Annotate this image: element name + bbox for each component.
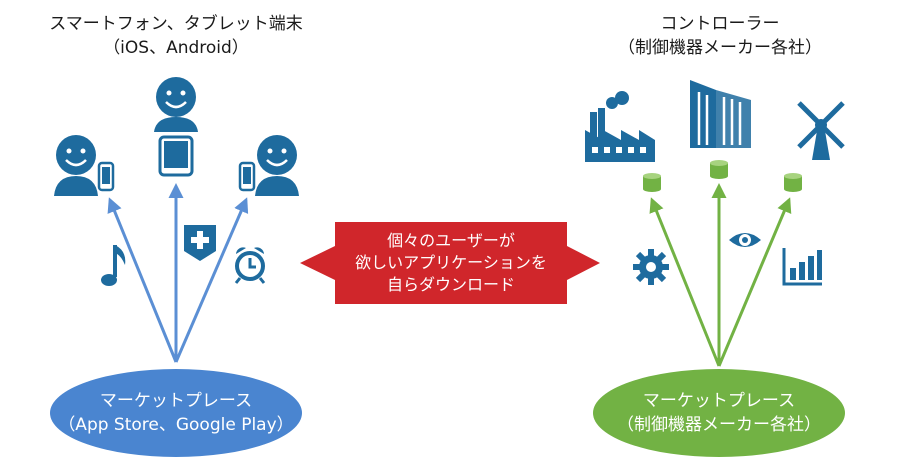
center-message: 個々のユーザーが 欲しいアプリケーションを 自らダウンロード <box>335 230 567 296</box>
gear-icon <box>633 249 669 285</box>
music-note-icon <box>101 245 126 286</box>
right-marketplace-line1: マーケットプレース <box>642 391 796 411</box>
right-marketplace-line2: （制御機器メーカー各社） <box>617 415 821 435</box>
controller-cylinder-icon <box>784 173 802 192</box>
left-title-line2: （iOS、Android） <box>103 38 249 58</box>
person-tablet-icon <box>154 77 198 177</box>
center-line3: 自らダウンロード <box>386 275 515 294</box>
factory-icon <box>585 91 655 162</box>
right-marketplace-label: マーケットプレース （制御機器メーカー各社） <box>593 389 845 437</box>
left-marketplace-line1: マーケットプレース <box>99 391 253 411</box>
person-phone-icon <box>54 135 115 196</box>
bar-chart-icon <box>782 248 822 286</box>
left-arrows <box>107 183 249 363</box>
center-line1: 個々のユーザーが <box>387 231 515 250</box>
right-arrows <box>649 183 792 367</box>
left-title-line1: スマートフォン、タブレット端末 <box>49 14 303 34</box>
windmill-icon <box>797 101 845 160</box>
left-marketplace-ellipse <box>50 369 302 457</box>
controller-cylinder-icon <box>710 160 728 179</box>
right-group-title: コントローラー （制御機器メーカー各社） <box>600 12 840 60</box>
right-title-line2: （制御機器メーカー各社） <box>618 38 822 58</box>
center-double-arrow <box>300 222 600 304</box>
controller-cylinder-icon <box>643 173 661 192</box>
building-icon <box>690 80 751 148</box>
medical-shield-icon <box>184 225 216 261</box>
left-marketplace-line2: （App Store、Google Play） <box>58 415 294 435</box>
center-line2: 欲しいアプリケーションを <box>355 253 547 272</box>
eye-icon <box>729 233 761 247</box>
right-title-line1: コントローラー <box>660 14 780 34</box>
alarm-clock-icon <box>234 247 266 284</box>
left-group-title: スマートフォン、タブレット端末 （iOS、Android） <box>0 12 352 60</box>
right-marketplace-ellipse <box>593 369 845 457</box>
left-marketplace-label: マーケットプレース （App Store、Google Play） <box>50 389 302 437</box>
person-phone-icon <box>238 135 299 196</box>
